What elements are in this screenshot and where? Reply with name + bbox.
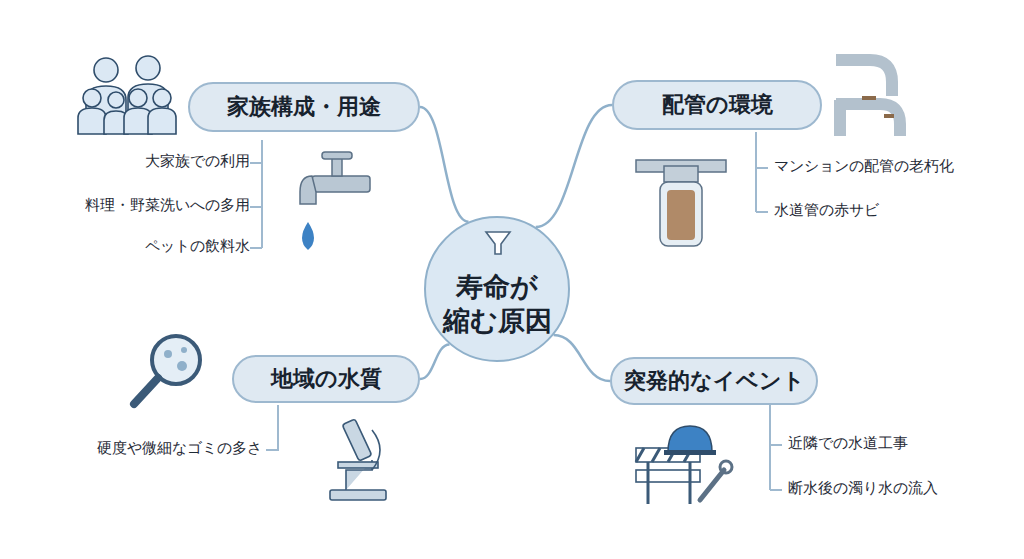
family-icon: [78, 56, 176, 134]
node-text: 地域の水質: [271, 364, 382, 394]
cause-label: ペットの飲料水: [145, 237, 250, 256]
filter-icon: [636, 160, 726, 246]
node-text: 配管の環境: [662, 90, 773, 120]
branch-pill: 家族構成・用途: [188, 82, 420, 132]
node-text: 家族構成・用途: [227, 92, 381, 122]
branch-connector: [554, 335, 610, 381]
cause-label: 断水後の濁り水の流入: [788, 479, 938, 498]
cause-label: 料理・野菜洗いへの多用: [85, 196, 250, 215]
branch-connector: [536, 105, 612, 227]
node-text: 寿命が 縮む原因: [437, 270, 557, 338]
faucet-icon: [300, 152, 370, 250]
microscope-icon: [330, 419, 386, 500]
branch-pill: 配管の環境: [612, 80, 822, 130]
magnifier-icon: [134, 336, 200, 404]
branch-pill: 突発的なイベント: [610, 357, 818, 405]
cause-label: 大家族での利用: [145, 152, 250, 171]
cause-label: マンションの配管の老朽化: [774, 157, 954, 176]
construction-icon: [636, 426, 732, 504]
cause-label: 水道管の赤サビ: [774, 201, 879, 220]
cause-label: 硬度や微細なゴミの多さ: [97, 439, 262, 458]
pipe-icon: [836, 60, 900, 136]
node-text: 突発的なイベント: [624, 366, 805, 396]
leader-lines: [250, 132, 782, 490]
hub-circle: 寿命が 縮む原因: [424, 216, 570, 362]
branch-connector: [420, 344, 450, 379]
branch-connector: [420, 107, 469, 222]
cause-label: 近隣での水道工事: [788, 434, 908, 453]
branch-pill: 地域の水質: [232, 355, 420, 403]
